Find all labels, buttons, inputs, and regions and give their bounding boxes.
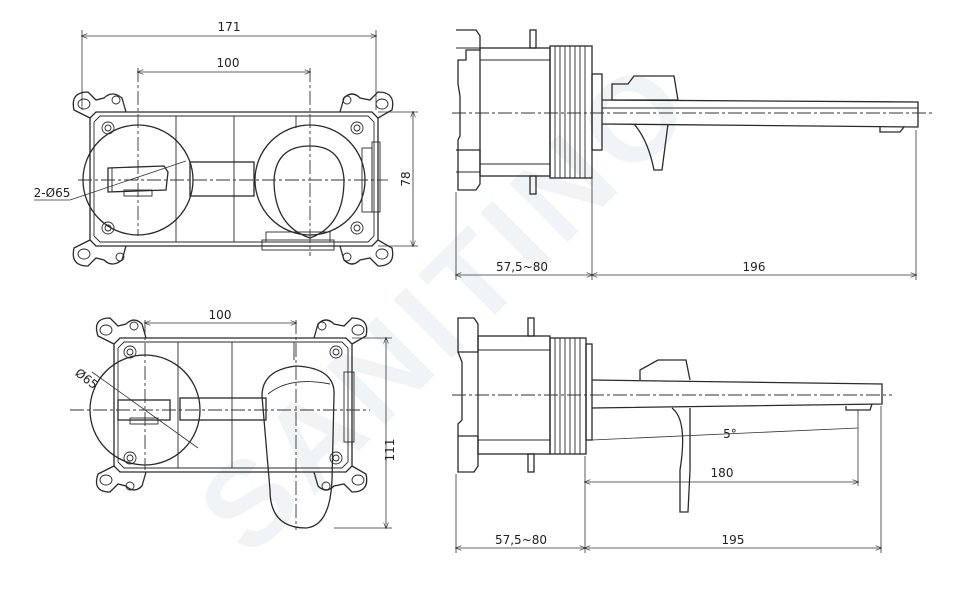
dim-reach-180: 180 bbox=[711, 466, 734, 480]
dim-projection-196: 196 bbox=[743, 260, 766, 274]
bottom-side-view: 5° 180 57,5~80 195 bbox=[452, 317, 892, 553]
top-side-view: 57,5~80 196 bbox=[452, 29, 935, 280]
top-front-view: 171 100 2-Ø65 78 bbox=[34, 20, 418, 267]
dim-angle-5deg: 5° bbox=[723, 427, 737, 441]
dim-wall-depth-bottom: 57,5~80 bbox=[495, 533, 547, 547]
dim-wall-depth-top: 57,5~80 bbox=[496, 260, 548, 274]
dim-diameter-2x65: 2-Ø65 bbox=[34, 186, 71, 200]
watermark-logo: SANITINO bbox=[174, 33, 719, 578]
dim-width-171: 171 bbox=[218, 20, 241, 34]
dim-center-100-bottom: 100 bbox=[209, 308, 232, 322]
dim-height-111: 111 bbox=[383, 439, 397, 462]
dim-height-78: 78 bbox=[399, 171, 413, 186]
dim-projection-195: 195 bbox=[722, 533, 745, 547]
dim-diameter-65: Ø65 bbox=[72, 366, 100, 392]
bottom-front-view: 100 Ø65 111 bbox=[70, 308, 397, 530]
dim-center-100: 100 bbox=[217, 56, 240, 70]
